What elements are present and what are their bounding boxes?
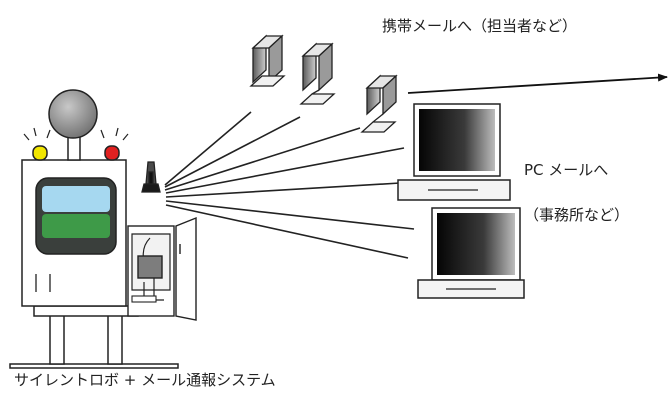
yellow-lamp-icon xyxy=(32,145,48,161)
pc-mail-label: PC メールへ xyxy=(524,161,609,179)
pc-monitor-icon xyxy=(397,103,511,201)
notification-control-box xyxy=(127,216,197,321)
signal-line xyxy=(165,200,415,230)
mobile-mail-label: 携帯メールへ（担当者など） xyxy=(382,17,578,35)
mobile-phone-icon xyxy=(249,34,286,87)
signal-line xyxy=(164,116,301,188)
forward-arrow xyxy=(407,73,668,94)
mobile-phone-icon xyxy=(299,42,336,105)
system-caption: サイレントロボ + メール通報システム xyxy=(14,371,276,389)
pc-mail-sublabel: （事務所など） xyxy=(524,206,630,224)
antenna-icon xyxy=(141,161,161,193)
pc-monitor-icon xyxy=(417,207,525,299)
red-lamp-icon xyxy=(104,145,120,161)
alarm-robot-unit xyxy=(9,89,179,369)
signal-line xyxy=(164,127,361,191)
signal-lines xyxy=(164,111,415,259)
signal-line xyxy=(164,111,252,186)
signal-line xyxy=(165,147,405,194)
globe-icon xyxy=(48,89,98,139)
signal-line xyxy=(165,204,409,259)
signal-line xyxy=(165,182,401,198)
mobile-phone-icon xyxy=(360,74,398,133)
